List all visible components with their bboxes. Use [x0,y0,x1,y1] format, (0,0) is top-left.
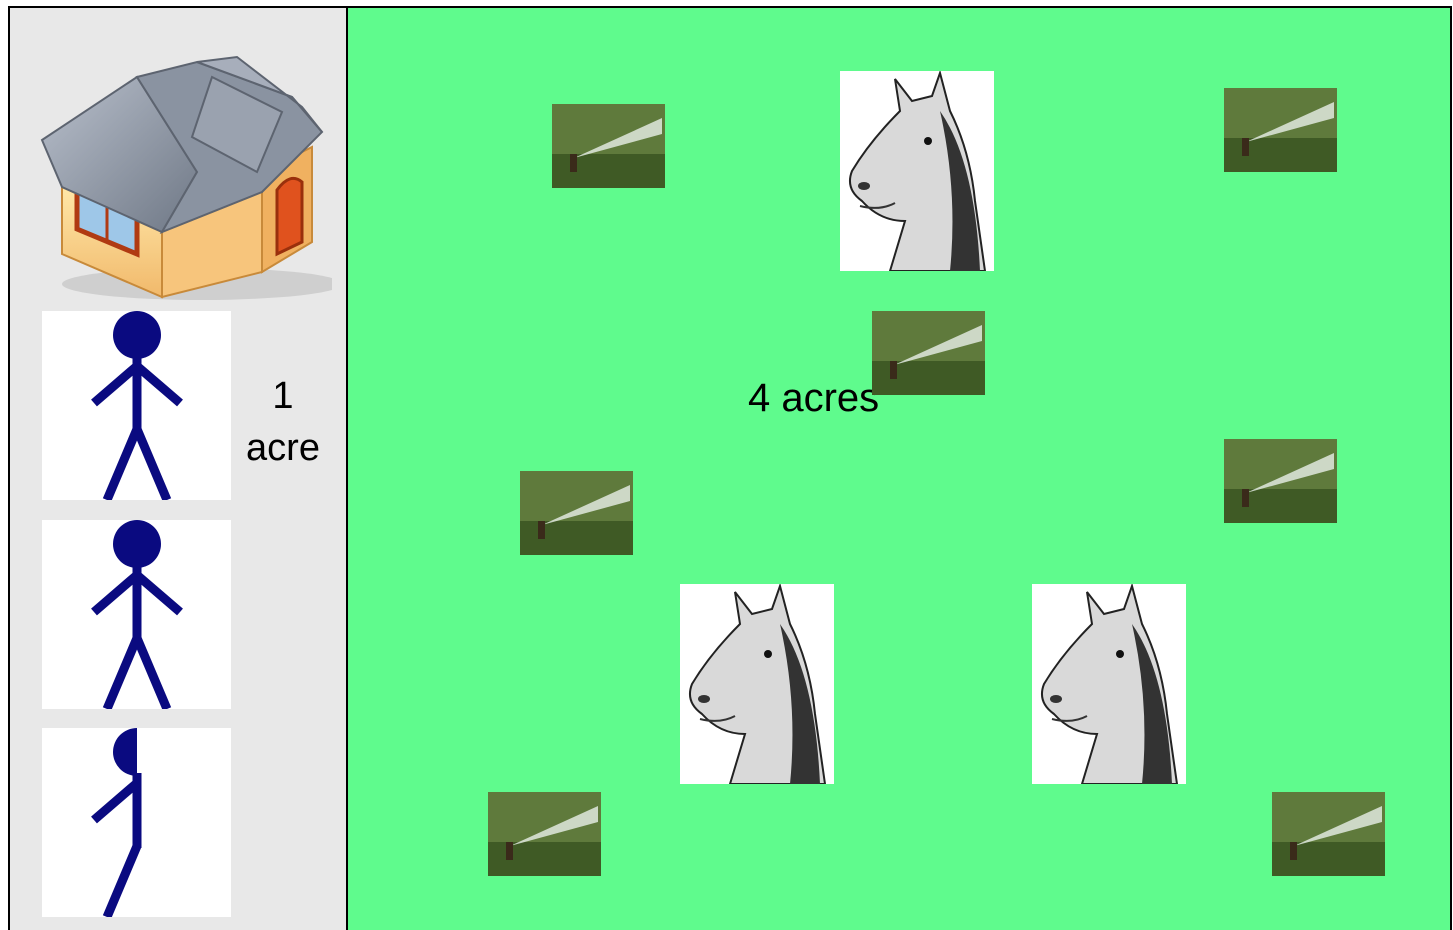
sprinkler-5 [520,471,633,555]
one-acre-label: 1 acre [228,370,338,474]
sprinkler-6 [488,792,601,876]
sprinkler-7 [1272,792,1385,876]
four-acres-label: 4 acres [748,376,879,421]
stick-figure-half [42,728,231,917]
diagram-frame: 1 acre 4 acres [8,6,1452,930]
house-icon [32,22,332,307]
sprinkler-3 [872,311,985,395]
pasture-field: 4 acres [348,8,1450,930]
sprinkler-2 [1224,88,1337,172]
left-panel: 1 acre [10,8,348,930]
one-acre-label-line2: acre [228,422,338,474]
sprinkler-4 [1224,439,1337,523]
horse-head-2 [680,584,834,784]
horse-head-1 [840,71,994,271]
stick-figure-2 [42,520,231,709]
one-acre-label-line1: 1 [228,370,338,422]
horse-head-3 [1032,584,1186,784]
stick-figure-1 [42,311,231,500]
sprinkler-1 [552,104,665,188]
